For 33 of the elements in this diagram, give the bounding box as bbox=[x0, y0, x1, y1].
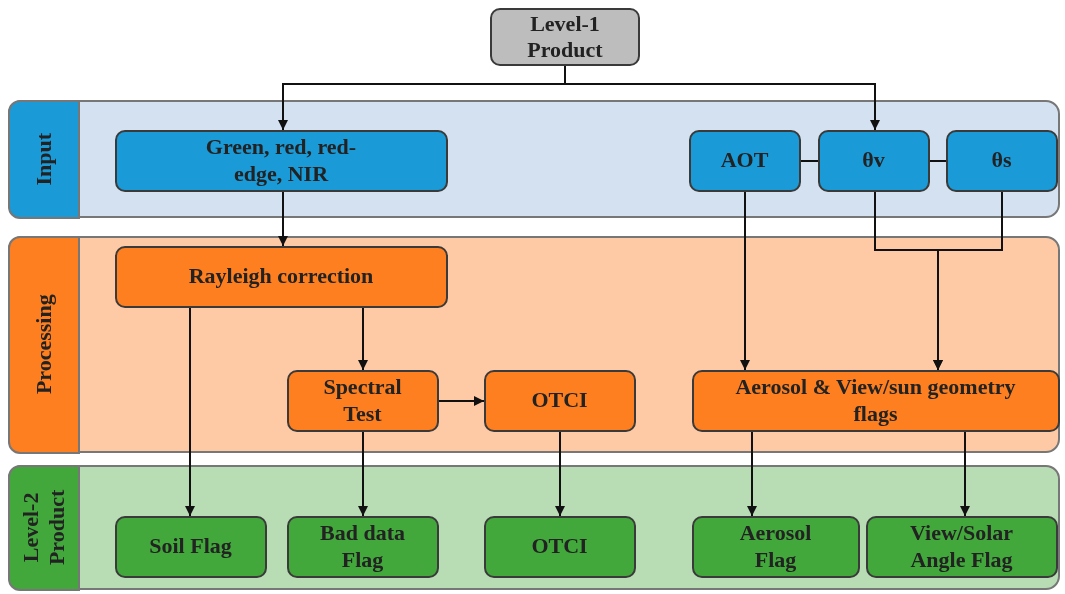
arrow bbox=[438, 396, 485, 406]
output-box: View/Solar Angle Flag bbox=[865, 515, 1058, 578]
arrow bbox=[278, 191, 288, 247]
arrow bbox=[933, 191, 1003, 371]
connector-line bbox=[800, 160, 819, 162]
process-box: OTCI bbox=[483, 369, 636, 432]
arrow bbox=[358, 307, 368, 371]
arrow bbox=[740, 191, 750, 371]
swimlane-band bbox=[8, 100, 1060, 218]
swimlane-band bbox=[8, 236, 1060, 453]
input-box: θs bbox=[945, 129, 1058, 192]
input-box: AOT bbox=[688, 129, 801, 192]
connector-line bbox=[929, 160, 947, 162]
process-box: Spectral Test bbox=[286, 369, 439, 432]
output-box: Bad data Flag bbox=[286, 515, 439, 578]
arrow bbox=[185, 307, 195, 517]
source-box: Level-1 Product bbox=[490, 8, 640, 66]
arrow bbox=[564, 65, 880, 131]
arrow bbox=[358, 431, 368, 517]
swimlane-band bbox=[8, 465, 1060, 590]
lane-label: Level-2 Product bbox=[7, 464, 80, 591]
output-box: Soil Flag bbox=[114, 515, 267, 578]
process-box: Rayleigh correction bbox=[114, 245, 448, 308]
input-box: θv bbox=[817, 129, 930, 192]
lane-label: Processing bbox=[7, 235, 80, 454]
process-box: Aerosol & View/sun geometry flags bbox=[691, 369, 1060, 432]
output-box: Aerosol Flag bbox=[691, 515, 860, 578]
output-box: OTCI bbox=[483, 515, 636, 578]
input-box: Green, red, red-edge, NIR bbox=[114, 129, 448, 192]
lane-label: Input bbox=[7, 99, 80, 219]
arrow bbox=[960, 431, 970, 517]
arrow bbox=[747, 431, 757, 517]
arrow bbox=[555, 431, 565, 517]
